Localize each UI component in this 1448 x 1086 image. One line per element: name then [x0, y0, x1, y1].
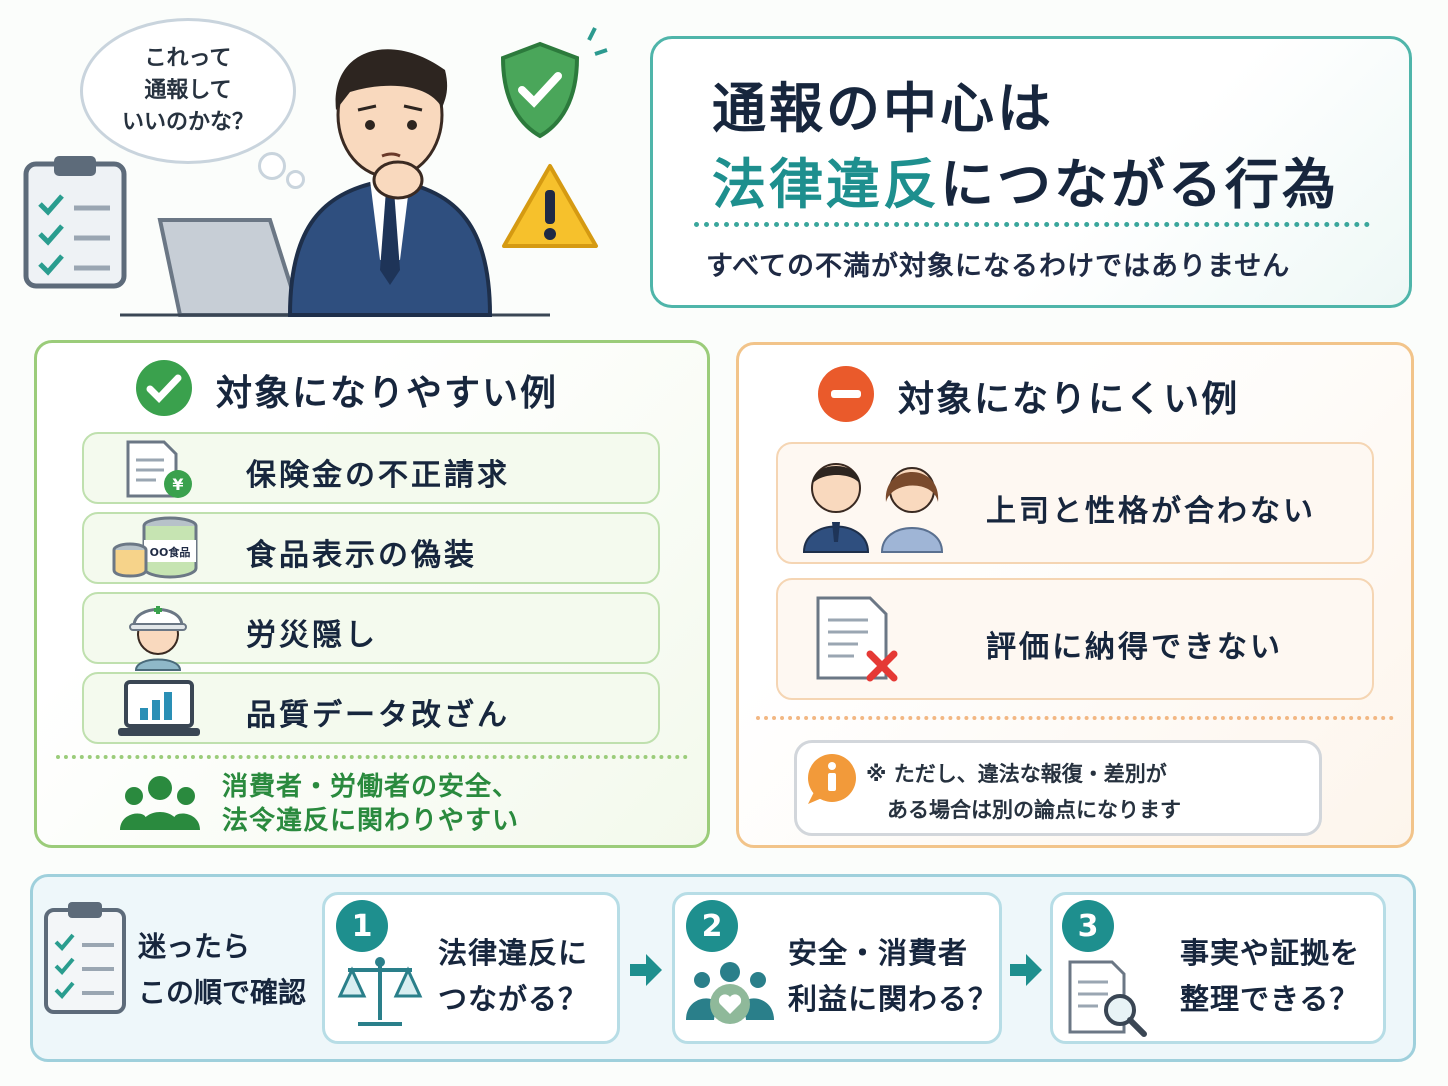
list-item — [82, 432, 660, 504]
boss-and-employee-icon — [802, 463, 944, 553]
thought-bubble: これって 通報して いいのかな？ — [80, 18, 296, 164]
likely-item-label: 保険金の不正請求 — [246, 458, 510, 493]
construction-worker-icon — [129, 606, 187, 671]
steps-label: 迷ったら この順で確認 — [138, 930, 307, 1009]
check-circle-icon — [136, 360, 192, 416]
unlikely-item-label: 評価に納得できない — [986, 630, 1283, 665]
likely-note: 消費者・労働者の安全、 法令違反に関わりやすい — [222, 772, 520, 836]
warning-icon — [502, 164, 598, 248]
step-text: 安全・消費者 利益に関わる？ — [788, 936, 999, 1016]
title-box — [650, 36, 1412, 308]
clipboard-checklist-icon — [44, 902, 126, 1014]
arrow-right-icon — [1010, 954, 1042, 986]
step-text: 事実や証拠を 整理できる？ — [1180, 936, 1361, 1016]
likely-item-label: 労災隠し — [246, 618, 378, 653]
insurance-document-icon: ¥ — [126, 440, 192, 498]
scales-icon — [337, 957, 423, 1026]
list-item — [776, 442, 1374, 564]
laptop-chart-icon — [118, 680, 200, 736]
likely-item-label: 品質データ改ざん — [246, 698, 510, 733]
info-icon — [808, 754, 856, 804]
document-search-icon — [1068, 960, 1147, 1037]
people-heart-icon — [686, 962, 774, 1024]
step-number: 3 — [1062, 900, 1114, 952]
unlikely-note: ※ ただし、違法な報復・差別が ある場合は別の論点になります — [866, 762, 1181, 822]
likely-item-label: 食品表示の偽装 — [246, 538, 477, 573]
unlikely-divider — [756, 716, 1394, 720]
thought-bubble-dot — [258, 152, 286, 180]
title-subtitle: すべての不満が対象になるわけではありません — [706, 251, 1291, 282]
thought-bubble-dot — [286, 170, 305, 189]
unlikely-title: 対象になりにくい例 — [898, 379, 1240, 420]
food-can-icon: OO食品 — [112, 516, 198, 579]
step-number: 2 — [686, 900, 738, 952]
arrow-right-icon — [630, 954, 662, 986]
title-line-2: 法律違反につながる行為 — [712, 140, 1339, 219]
title-line-1: 通報の中心は — [712, 77, 1054, 140]
likely-divider — [56, 755, 688, 759]
unlikely-item-label: 上司と性格が合わない — [986, 494, 1316, 529]
title-highlight: 法律違反 — [712, 153, 940, 216]
title-line-2-rest: につながる行為 — [940, 153, 1339, 216]
rejected-document-icon — [816, 596, 898, 682]
step-text: 法律違反に つながる？ — [438, 936, 589, 1016]
step-number: 1 — [336, 900, 388, 952]
businessman-thinking-illustration — [120, 49, 550, 317]
title-divider — [694, 222, 1370, 227]
unlikely-note-box — [794, 740, 1322, 836]
likely-title: 対象になりやすい例 — [216, 373, 559, 414]
minus-circle-icon — [818, 366, 874, 422]
clipboard-checklist-icon — [23, 156, 127, 289]
shield-check-icon — [500, 27, 608, 139]
people-group-icon — [120, 776, 200, 830]
svg-text:¥: ¥ — [172, 475, 183, 494]
food-can-label: OO食品 — [150, 545, 191, 559]
